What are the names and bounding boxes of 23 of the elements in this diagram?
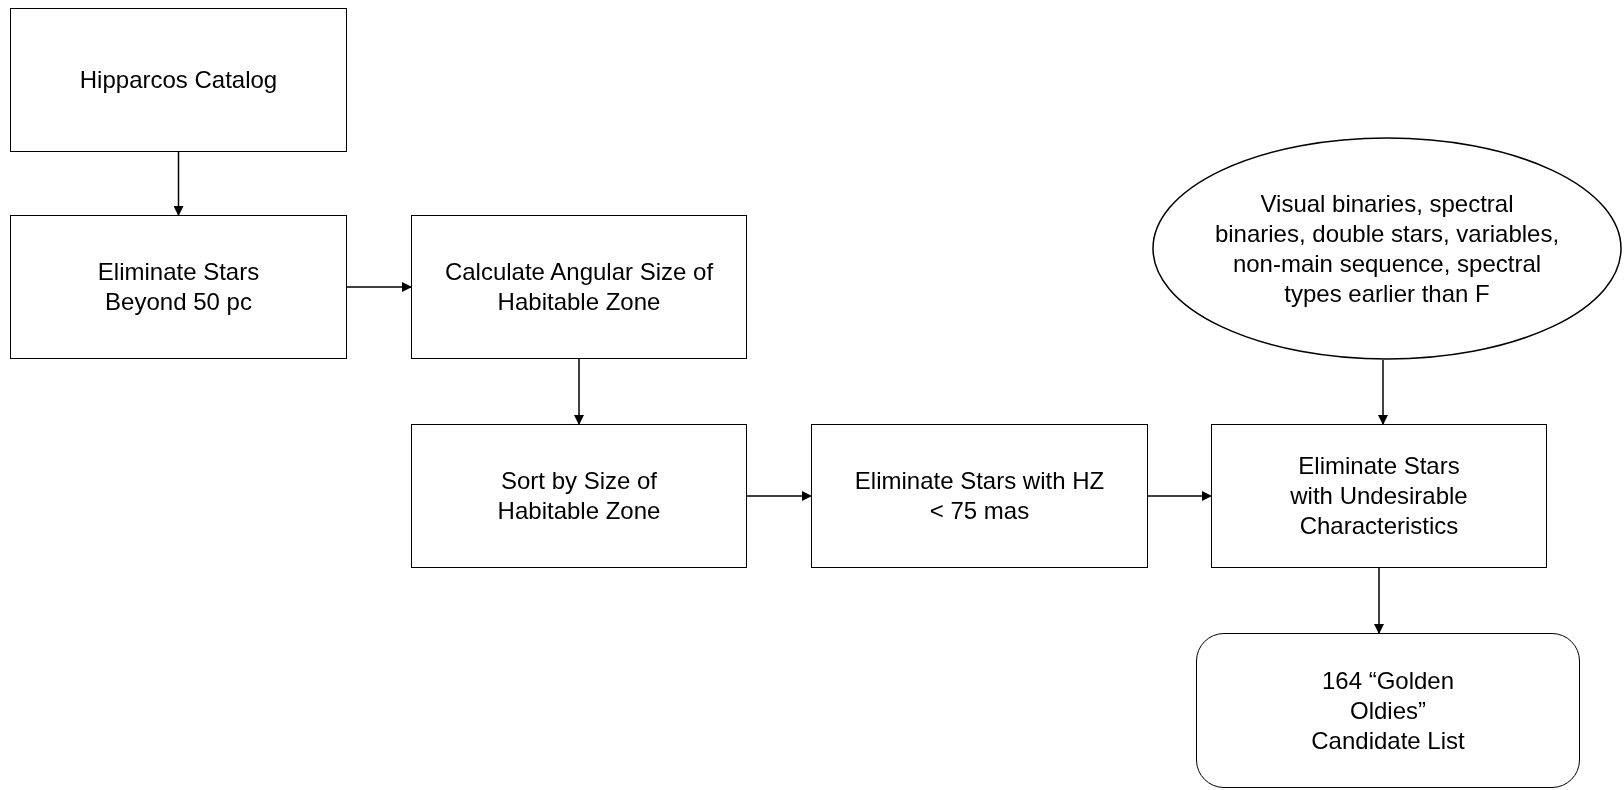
node-label: Visual binaries, spectral binaries, double stars, variables, non-main sequence, spectral types earlier than F (1213, 188, 1561, 309)
process-box (811, 424, 1148, 568)
node-label: Eliminate Stars with Undesirable Characteristics (1289, 451, 1469, 541)
arrow (173, 151, 184, 216)
process-box (10, 215, 347, 359)
arrow (1378, 359, 1388, 425)
input-ellipse (1152, 137, 1622, 360)
arrow (1374, 567, 1384, 634)
node-label: Eliminate Stars with HZ < 75 mas (853, 466, 1106, 526)
node-label: Hipparcos Catalog (79, 65, 278, 95)
node-label: Calculate Angular Size of Habitable Zone (443, 257, 715, 317)
arrow (346, 282, 412, 292)
arrow (574, 358, 584, 425)
process-box (1211, 424, 1547, 568)
node-label: Sort by Size of Habitable Zone (496, 466, 662, 526)
arrow (746, 491, 812, 501)
arrow (1147, 491, 1212, 501)
node-label: 164 “Golden Oldies” Candidate List (1310, 665, 1466, 756)
process-box (411, 215, 747, 359)
node-label: Eliminate Stars Beyond 50 pc (96, 257, 261, 317)
process-box (10, 8, 347, 152)
process-box (411, 424, 747, 568)
terminal-box (1196, 633, 1580, 788)
